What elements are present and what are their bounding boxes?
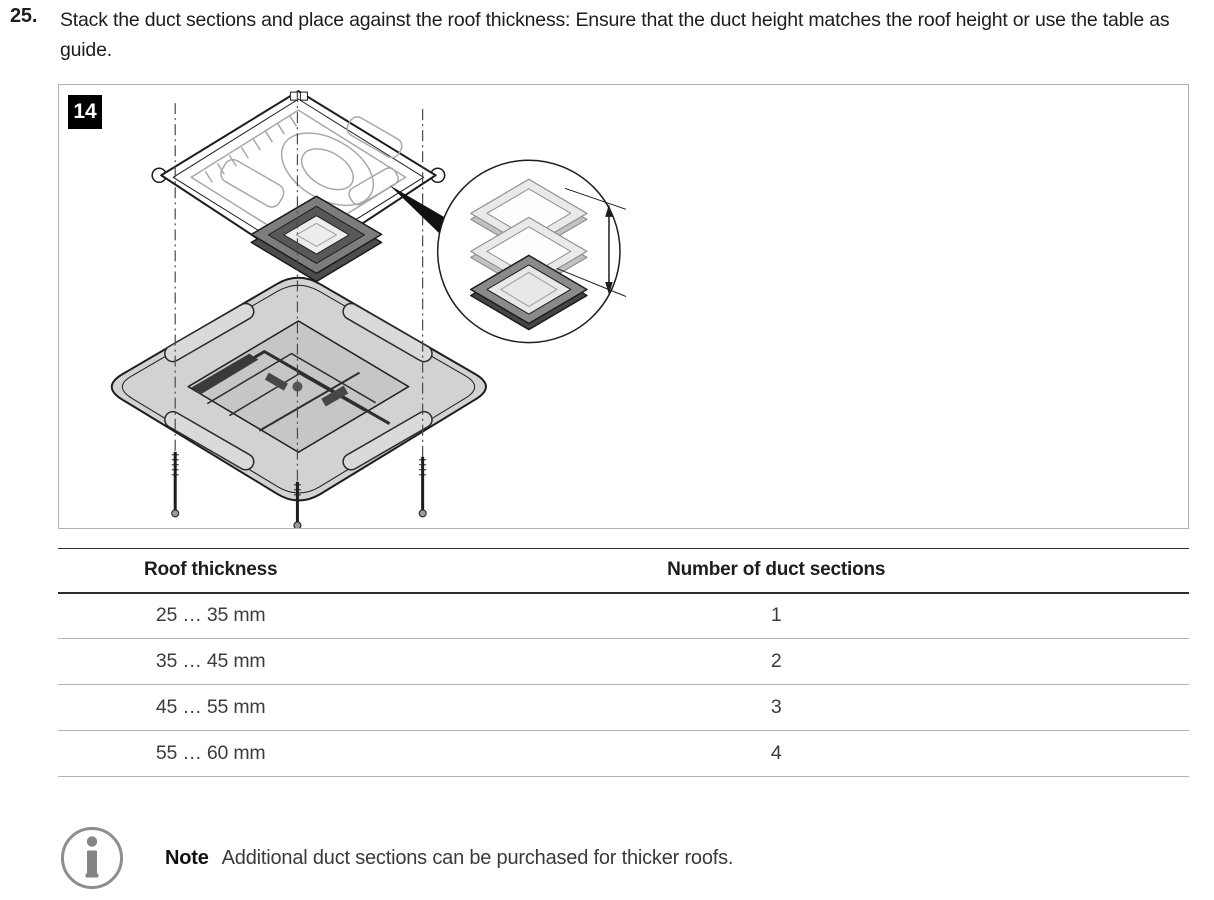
screw-left: [171, 451, 180, 518]
cell-duct-sections: 4: [363, 730, 1189, 777]
table-header-row: Roof thickness Number of duct sections: [58, 548, 1189, 594]
header-roof-thickness: Roof thickness: [58, 548, 364, 594]
exploded-duct-illustration: [110, 90, 627, 528]
step-instruction-text: Stack the duct sections and place agains…: [60, 9, 1170, 61]
cell-duct-sections: 2: [363, 638, 1189, 685]
info-icon: [61, 827, 123, 889]
cell-duct-sections: 1: [363, 592, 1189, 639]
duct-section-gasket: [250, 195, 383, 283]
screw-middle: [293, 481, 302, 528]
cell-roof-thickness: 45 … 55 mm: [58, 684, 364, 731]
panel-mechanism: [191, 350, 391, 432]
figure-box: 14: [58, 84, 1189, 529]
cell-duct-sections: 3: [363, 684, 1189, 731]
header-duct-sections: Number of duct sections: [363, 548, 1189, 594]
figure-number-badge: 14: [68, 95, 102, 129]
table-row: 55 … 60 mm 4: [58, 730, 1189, 777]
magnifier-detail: [436, 159, 627, 344]
table-row: 35 … 45 mm 2: [58, 638, 1189, 685]
centerlines: [174, 91, 424, 482]
dimension-arrow: [556, 187, 627, 297]
roof-thickness-table: Roof thickness Number of duct sections 2…: [58, 548, 1189, 777]
cell-roof-thickness: 35 … 45 mm: [58, 638, 364, 685]
screw-right: [418, 456, 427, 518]
note-text: Additional duct sections can be purchase…: [221, 846, 734, 869]
duct-stack: [469, 178, 588, 331]
mounting-screws: [171, 451, 427, 528]
cell-roof-thickness: 55 … 60 mm: [58, 730, 364, 777]
cell-roof-thickness: 25 … 35 mm: [58, 592, 364, 639]
table-row: 25 … 35 mm 1: [58, 592, 1189, 639]
note-label: Note: [165, 846, 209, 869]
table-row: 45 … 55 mm 3: [58, 684, 1189, 731]
note-text-block: Note Additional duct sections can be purc…: [165, 847, 733, 870]
ceiling-panel: [110, 276, 487, 502]
note-section: Note Additional duct sections can be purc…: [59, 823, 1179, 893]
step-number: 25.: [10, 5, 38, 27]
